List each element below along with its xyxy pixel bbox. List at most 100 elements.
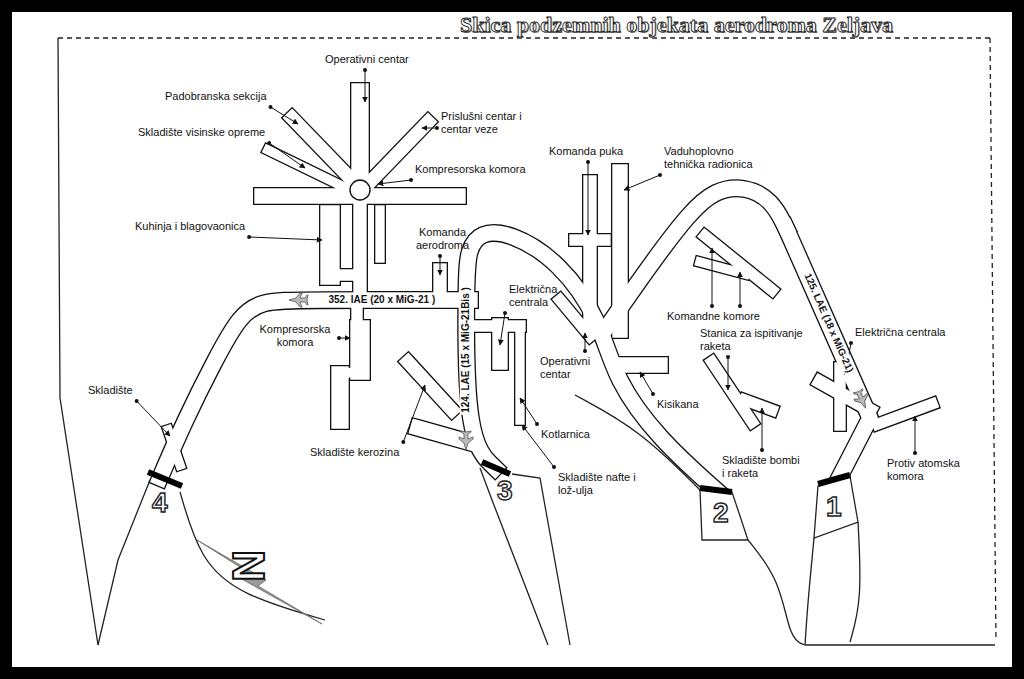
- site-outline: [58, 37, 990, 38]
- leader-dot: [401, 440, 405, 444]
- site-outline: [748, 540, 805, 645]
- corridor-floor: [712, 362, 752, 422]
- room-label: Padobranska sekcija: [165, 90, 267, 103]
- hub-rotunda: [350, 180, 370, 200]
- leader-dot: [586, 160, 590, 164]
- room-label: Skladište kerozina: [310, 446, 399, 459]
- leader-line: [640, 372, 653, 394]
- leader-dot: [435, 126, 439, 130]
- leader-dot: [583, 349, 587, 353]
- site-outline: [480, 468, 548, 645]
- leader-dot: [535, 422, 539, 426]
- site-outline: [990, 38, 996, 640]
- corridor-floor: [605, 188, 786, 330]
- aircraft-symbol: [289, 293, 308, 307]
- site-outline: [850, 522, 860, 642]
- room-label: Komanda aerodroma: [405, 226, 480, 252]
- corridor-floor: [408, 362, 452, 410]
- corridor-wall: [575, 233, 605, 247]
- blast-door: [148, 472, 182, 486]
- corridor-floor: [878, 404, 932, 424]
- room-label: Vaduhoplovno tehnička radionica: [664, 145, 774, 171]
- blast-door: [818, 475, 850, 484]
- leader-dot: [409, 178, 413, 182]
- leader-line: [728, 357, 729, 390]
- room-label: Skladište visinske opreme: [138, 126, 265, 139]
- corridor-wall: [712, 362, 752, 422]
- blast-door: [482, 462, 510, 474]
- squadron-label: 352. IAE (20 x MiG-21 ): [327, 294, 438, 306]
- corridor-floors: [160, 92, 932, 490]
- leader-line: [740, 272, 741, 306]
- room-label: Operativni centar: [325, 53, 409, 66]
- corridor-floor: [331, 375, 348, 420]
- corridor-wall: [350, 92, 370, 182]
- leader-line: [762, 408, 763, 450]
- north-arrow: [197, 540, 322, 624]
- corridor-floor: [834, 368, 845, 425]
- site-outline: [180, 492, 325, 620]
- leader-line: [588, 162, 589, 235]
- leader-line: [624, 175, 660, 190]
- corridor-wall: [160, 300, 470, 478]
- leader-dot: [913, 451, 917, 455]
- leader-dot: [269, 105, 273, 109]
- room-label: Operativni centar: [540, 355, 610, 381]
- corridor-floor: [330, 269, 360, 280]
- room-label: Protiv atomska komora: [887, 457, 977, 483]
- corridor-wall: [319, 215, 341, 275]
- leader-line: [403, 385, 425, 442]
- leader-dot: [552, 465, 556, 469]
- site-outline: [805, 644, 995, 645]
- portal-number: 4: [152, 488, 168, 518]
- corridor-floor: [700, 262, 745, 274]
- corridor-wall: [330, 375, 350, 420]
- corridor-walls: [160, 92, 932, 490]
- corridor-floor: [320, 215, 339, 275]
- corridor-wall: [878, 404, 932, 424]
- leader-dot: [363, 68, 367, 72]
- aircraft-symbol: [459, 431, 473, 450]
- room-label: Skladište nafte i lož-ulja: [558, 471, 640, 497]
- corridor-floor: [351, 92, 368, 182]
- room-label: Komandne komore: [667, 310, 760, 323]
- corridor-floor: [268, 150, 346, 188]
- map-title: Skica podzemnih objekata aerodroma Zelja…: [460, 12, 893, 37]
- leader-dot: [135, 399, 139, 403]
- outlines: [58, 38, 996, 645]
- leader-line: [271, 107, 298, 124]
- leader-dot: [267, 141, 271, 145]
- leader-line: [422, 128, 437, 129]
- leader-dot: [760, 448, 764, 452]
- leader-line: [712, 248, 713, 306]
- leader-line: [520, 398, 537, 424]
- leader-dot: [738, 304, 742, 308]
- corridor-wall: [625, 356, 660, 374]
- room-label: Kisikana: [657, 398, 699, 411]
- blast-door: [700, 488, 732, 492]
- corridor-wall: [352, 205, 368, 300]
- corridor-wall: [605, 188, 786, 330]
- leader-line: [440, 256, 441, 275]
- corridor-wall: [340, 370, 360, 375]
- site-outline: [58, 38, 98, 645]
- corridor-floor: [612, 172, 627, 330]
- leader-dot: [503, 311, 507, 315]
- site-outline: [512, 474, 570, 645]
- room-label: Skladište: [88, 384, 133, 397]
- room-label: Stanica za ispitivanje raketa: [700, 327, 825, 353]
- corridor-wall: [408, 362, 452, 410]
- leader-line: [915, 416, 916, 453]
- portal-number: 3: [497, 476, 513, 506]
- aircraft-symbol: [852, 388, 872, 411]
- room-label: Kompresorska komora: [415, 163, 526, 176]
- leader-dot: [438, 254, 442, 258]
- room-label: Kuhinja i blagovaonica: [135, 220, 245, 233]
- corridor-floor: [575, 234, 605, 245]
- corridor-floor: [340, 370, 360, 375]
- corridor-wall: [514, 326, 526, 420]
- corridor-floor: [625, 357, 660, 372]
- site-outline: [98, 480, 150, 645]
- corridor-wall: [349, 330, 371, 370]
